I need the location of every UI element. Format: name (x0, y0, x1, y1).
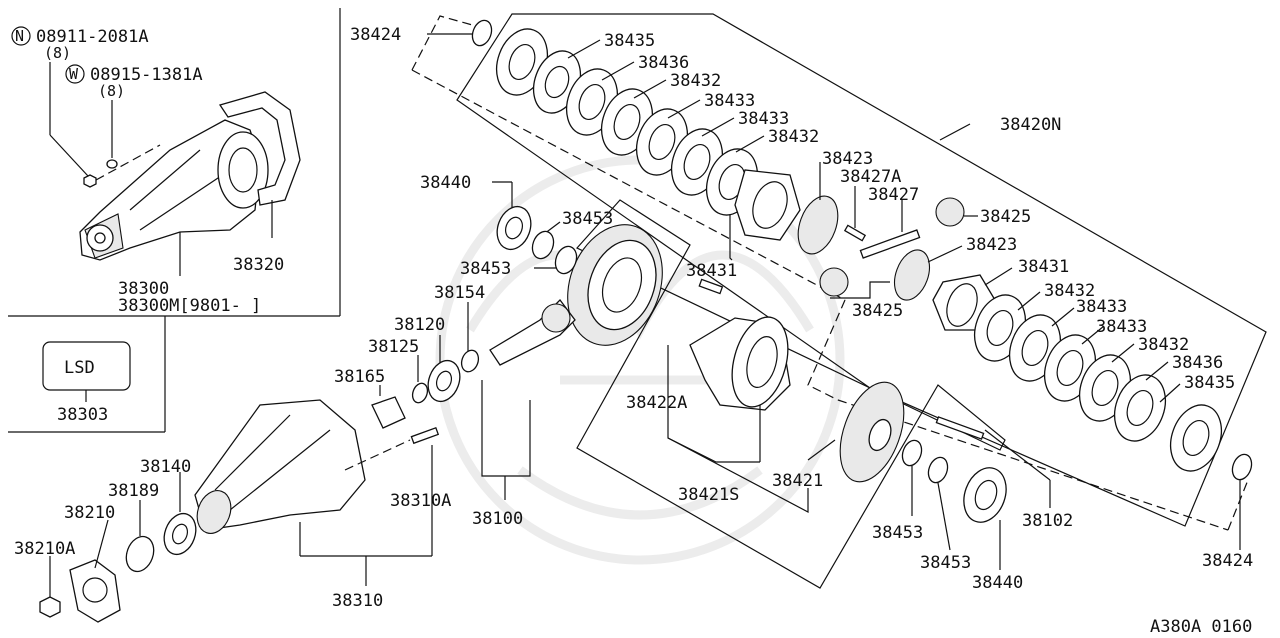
stud-38310A (410, 426, 440, 445)
label-38425-top: 38425 (980, 207, 1031, 227)
label-38102: 38102 (1022, 511, 1073, 531)
plate-38435-b (1169, 404, 1223, 472)
label-38440-top: 38440 (420, 173, 471, 193)
label-washer-part: 08915-1381A (90, 65, 203, 85)
clutch-pack-group (411, 13, 1267, 531)
collapsible-spacer-38165 (371, 396, 406, 429)
label-38432-b: 38432 (768, 127, 819, 147)
bearing-38140 (163, 512, 197, 556)
label-38432-c: 38432 (1044, 281, 1095, 301)
label-38210A: 38210A (14, 539, 75, 559)
label-38125: 38125 (368, 337, 419, 357)
nut-icon (83, 174, 97, 188)
case-bolt-icon (698, 278, 724, 295)
inset-panel: N 08911-2081A (8) W 08915-1381A (8) 3832… (8, 8, 341, 433)
label-38433-c: 38433 (1076, 297, 1127, 317)
lsd-label: LSD (64, 358, 95, 378)
shim-38453-c (901, 439, 923, 467)
label-38453-c: 38453 (872, 523, 923, 543)
label-38431-top: 38431 (686, 261, 737, 281)
shim-38453-a (531, 230, 555, 260)
label-38154: 38154 (434, 283, 485, 303)
label-nut-part: 08911-2081A (36, 27, 149, 47)
label-38436-top: 38436 (638, 53, 689, 73)
shim-38125 (411, 382, 429, 404)
label-38433-b: 38433 (738, 109, 789, 129)
label-38310: 38310 (332, 591, 383, 611)
label-38424-top: 38424 (350, 25, 401, 45)
gasket-icon (218, 91, 301, 206)
label-38425-b: 38425 (852, 301, 903, 321)
diagram-code: A380A 0160 (1150, 617, 1252, 637)
bearing-38440-b (963, 467, 1007, 523)
label-38423-b: 38423 (966, 235, 1017, 255)
label-38427A: 38427A (840, 167, 901, 187)
label-38303: 38303 (57, 405, 108, 425)
pin-38427A (843, 224, 867, 242)
label-38300: 38300 (118, 279, 169, 299)
flange-nut-38210A (39, 596, 61, 618)
label-38423-top: 38423 (822, 149, 873, 169)
label-38453-a: 38453 (562, 209, 613, 229)
pinion-gear-38425-b (819, 267, 849, 297)
label-38440-b: 38440 (972, 573, 1023, 593)
label-38433-d: 38433 (1096, 317, 1147, 337)
part-labels: 38424 38435 38436 38432 38433 38433 3843… (14, 25, 1253, 637)
leaders-top (427, 33, 1241, 550)
shaft-38427 (859, 229, 921, 259)
label-38165: 38165 (334, 367, 385, 387)
label-38435-b: 38435 (1184, 373, 1235, 393)
pinion-gear-38425-top (935, 197, 965, 227)
bearing-38120 (427, 359, 461, 403)
label-38100: 38100 (472, 509, 523, 529)
thrust-washer-38424-top (471, 19, 493, 47)
label-38427: 38427 (868, 185, 919, 205)
label-38432-d: 38432 (1138, 335, 1189, 355)
washer-symbol-circle (65, 64, 85, 84)
oil-seal-38189 (125, 535, 155, 573)
label-38433-a: 38433 (704, 91, 755, 111)
label-38432-top: 38432 (670, 71, 721, 91)
spacer-38154 (460, 349, 480, 373)
label-38453-b: 38453 (460, 259, 511, 279)
side-gear-38423-top (797, 195, 839, 255)
ring-gear-group (489, 199, 1007, 589)
side-gear-38423-b (893, 249, 931, 301)
nut-symbol-circle (11, 26, 31, 46)
bolt-38102 (935, 416, 985, 440)
label-38436-b: 38436 (1172, 353, 1223, 373)
label-38420N: 38420N (1000, 115, 1061, 135)
companion-flange-38210 (69, 559, 121, 623)
shim-38453-d (927, 456, 949, 484)
leaders-middle (379, 181, 1051, 570)
label-38320: 38320 (233, 255, 284, 275)
label-38421: 38421 (772, 471, 823, 491)
label-38210: 38210 (64, 503, 115, 523)
bearing-38440-top (496, 205, 532, 251)
housing-group (39, 205, 578, 623)
thrust-washer-38424-b (1231, 453, 1253, 481)
carrier-housing-icon (79, 119, 269, 261)
label-38189: 38189 (108, 481, 159, 501)
label-nut-qty: (8) (44, 44, 71, 62)
label-38310A: 38310A (390, 491, 451, 511)
label-38435-top: 38435 (604, 31, 655, 51)
label-38424-b: 38424 (1202, 551, 1253, 571)
shim-38453-b (554, 245, 578, 275)
washer-symbol: W (69, 65, 79, 83)
nut-symbol: N (15, 27, 24, 45)
label-38431-b: 38431 (1018, 257, 1069, 277)
label-38421S: 38421S (678, 485, 739, 505)
label-washer-qty: (8) (98, 82, 125, 100)
label-38422A: 38422A (626, 393, 687, 413)
washer-icon (106, 159, 118, 169)
label-38120: 38120 (394, 315, 445, 335)
label-38453-d: 38453 (920, 553, 971, 573)
label-38140: 38140 (140, 457, 191, 477)
label-38300M: 38300M[9801- ] (118, 296, 261, 316)
